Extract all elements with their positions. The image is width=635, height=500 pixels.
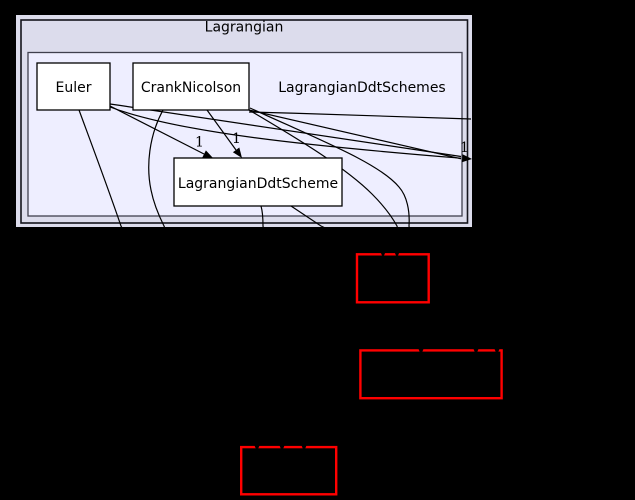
node-truncated-red-1[interactable]: [355, 253, 430, 304]
arrowhead-right-external: [461, 154, 472, 163]
node-truncated-red-3[interactable]: [239, 445, 338, 496]
arrowhead-euler-to-ddt-scheme: [202, 150, 213, 158]
arrowhead-red3-a: [253, 443, 261, 452]
edge-ddt-scheme-down-1: [260, 205, 304, 443]
node-crank-nicolson-label[interactable]: CrankNicolson: [141, 80, 241, 96]
node-crank-nicolson[interactable]: CrankNicolson: [132, 62, 250, 111]
node-lagrangian-ddt-scheme[interactable]: LagrangianDdtScheme: [173, 157, 343, 207]
node-lagrangian-ddt-scheme-label[interactable]: LagrangianDdtScheme: [178, 176, 338, 192]
edge-crank-right: [248, 109, 462, 160]
cluster-lagrangian-border: [20, 19, 469, 224]
edge-crank-sweep-2: [249, 107, 421, 347]
edge-crank-to-ddt-scheme: [206, 109, 237, 151]
edge-euler-down: [78, 109, 257, 443]
node-euler-box[interactable]: [36, 62, 111, 111]
edge-label-euler-to-ddt-scheme: 1: [195, 135, 204, 151]
arrowhead-red2-a: [417, 346, 425, 355]
arrowhead-crank-to-ddt-scheme: [232, 147, 242, 158]
edge-label-crank-to-ddt-scheme: 1: [232, 131, 241, 147]
edge-euler-right-1: [109, 103, 462, 158]
edge-euler-right-2: [109, 106, 462, 159]
node-euler-label[interactable]: Euler: [56, 80, 92, 96]
arrowhead-red2-b: [472, 346, 480, 355]
edge-right-horizontal: [248, 111, 472, 120]
edge-euler-to-ddt-scheme: [109, 105, 205, 155]
cluster-lagrangian-ddt-schemes-label[interactable]: LagrangianDdtSchemes: [278, 80, 445, 96]
edge-ddt-scheme-down-2: [290, 205, 381, 251]
arrowhead-red3-b: [278, 443, 286, 452]
edge-crank-down: [148, 109, 282, 443]
arrowhead-red1-a: [379, 249, 387, 258]
node-truncated-red-2[interactable]: [359, 349, 503, 400]
node-crank-nicolson-box[interactable]: [132, 62, 250, 111]
edges: [78, 103, 472, 474]
arrowhead-red1-b: [393, 249, 401, 258]
edge-label-right-external: 1: [460, 140, 469, 156]
arrowhead-red2-c: [493, 346, 501, 355]
edge-hidden-red1-red2: [397, 304, 418, 347]
node-lagrangian-ddt-scheme-box[interactable]: [173, 157, 343, 207]
arrowhead-red3-c: [300, 443, 308, 452]
edge-crank-sweep-1: [248, 109, 400, 250]
node-euler[interactable]: Euler: [36, 62, 111, 111]
hidden-arrowheads: [253, 249, 501, 452]
cluster-lagrangian-title[interactable]: Lagrangian: [205, 20, 284, 36]
